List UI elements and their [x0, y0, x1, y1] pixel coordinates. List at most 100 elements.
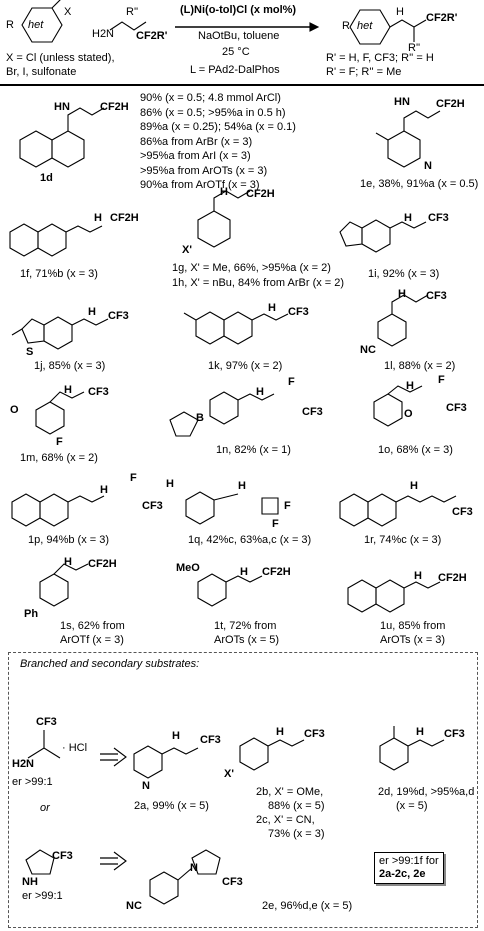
- atom-2e-n: N: [190, 862, 198, 874]
- structure-1u: [347, 579, 441, 613]
- atom-1q-f1: F: [284, 500, 291, 512]
- er-summary-box: er >99:1f for 2a-2c, 2e: [374, 852, 444, 884]
- atom-1i-h: H: [404, 212, 412, 224]
- conditions-1d-line: 90% (x = 0.5; 4.8 mmol ArCl): [140, 92, 281, 104]
- atom-1r-cf3: CF3: [452, 506, 473, 518]
- product-r2-label: R'': [408, 42, 421, 54]
- label-2a: 2a, 99% (x = 5): [134, 800, 209, 812]
- atom-1o-h: H: [406, 380, 414, 392]
- atom-1j-cf3: CF3: [108, 310, 129, 322]
- label-2c-sub: 73% (x = 3): [268, 828, 325, 840]
- atom-1j-h: H: [88, 306, 96, 318]
- atom-1l-nc: NC: [360, 344, 376, 356]
- label-1q: 1q, 42%c, 63%a,c (x = 3): [188, 534, 312, 546]
- atom-1n-cf3: CF3: [302, 406, 323, 418]
- atom-2e-nc: NC: [126, 900, 142, 912]
- product-h-label: H: [396, 6, 404, 18]
- atom-1k-cf3: CF3: [288, 306, 309, 318]
- structure-1i: [339, 219, 427, 253]
- structure-1e: [375, 110, 441, 168]
- structure-1r: [339, 493, 457, 527]
- atom-2b-cf3: CF3: [304, 728, 325, 740]
- atom-2a-h: H: [172, 730, 180, 742]
- atom-amine1-h2n: H2N: [12, 758, 35, 770]
- substrate-ring-shape: [21, 0, 63, 43]
- label-1p: 1p, 94%b (x = 3): [28, 534, 110, 546]
- amine-h2n-label: H2N: [92, 28, 115, 40]
- atom-1d-hn: HN: [54, 101, 70, 113]
- label-1g: 1g, X' = Me, 66%, >95%a (x = 2): [172, 262, 331, 274]
- label-1d: 1d: [40, 172, 53, 184]
- conditions-1d-line: 86% (x = 0.5; >95%a in 0.5 h): [140, 106, 286, 119]
- structure-2b: [239, 737, 305, 771]
- structure-1n: [169, 391, 275, 437]
- structure-amine1: [27, 730, 61, 759]
- structure-1m: [35, 391, 85, 435]
- label-1s-sub: ArOTf (x = 3): [60, 634, 124, 646]
- structure-2e: [149, 849, 221, 905]
- temperature-label: 25 °C: [222, 46, 250, 58]
- atom-1s-cf2h: CF2H: [88, 558, 117, 570]
- substrate-het-label: het: [28, 19, 44, 31]
- atom-2b-xp: X': [224, 768, 234, 780]
- atom-1o-f: F: [438, 374, 445, 386]
- amine1-er-label: er >99:1: [12, 776, 53, 788]
- atom-1e-n: N: [424, 160, 432, 172]
- label-1l: 1l, 88% (x = 2): [384, 360, 456, 372]
- atom-1u-cf2h: CF2H: [438, 572, 467, 584]
- atom-1m-cf3: CF3: [88, 386, 109, 398]
- open-arrow-2c: [113, 851, 127, 871]
- header-divider: [0, 84, 484, 86]
- structure-1j: [11, 316, 109, 350]
- conditions-1d: 90% (x = 0.5; 4.8 mmol ArCl) 86% (x = 0.…: [140, 91, 296, 193]
- ligand-label: L = PAd2-DalPhos: [190, 64, 280, 76]
- structure-1k: [183, 311, 289, 345]
- label-2e: 2e, 96%d,e (x = 5): [262, 900, 353, 912]
- structure-1t: [197, 573, 263, 607]
- product-r-label: R: [342, 20, 350, 32]
- atom-1g-cf2h: CF2H: [246, 188, 275, 200]
- atom-1n-f: F: [288, 376, 295, 388]
- branched-title: Branched and secondary substrates:: [20, 658, 200, 670]
- atom-1q-h: H: [238, 480, 246, 492]
- atom-1f-h: H: [94, 212, 102, 224]
- x-note-label: X = Cl (unless stated),: [6, 52, 115, 64]
- atom-amine2-cf3: CF3: [52, 850, 73, 862]
- structure-1p: [11, 493, 105, 527]
- structure-amine2: [25, 849, 55, 875]
- atom-1p-f: F: [130, 472, 137, 484]
- label-1t-sub: ArOTs (x = 5): [214, 634, 280, 646]
- atom-2d-h: H: [416, 726, 424, 738]
- label-2c: 2c, X' = CN,: [256, 814, 315, 826]
- catalyst-label: (L)Ni(o-tol)Cl (x mol%): [180, 4, 297, 16]
- atom-1e-cf2h: CF2H: [436, 98, 465, 110]
- er-summary-line2: 2a-2c, 2e: [379, 868, 426, 880]
- label-1h: 1h, X' = nBu, 84% from ArBr (x = 2): [172, 277, 345, 289]
- atom-1u-h: H: [414, 570, 422, 582]
- label-1i: 1i, 92% (x = 3): [368, 268, 440, 280]
- atom-1s-h: H: [64, 556, 72, 568]
- atom-1r-h: H: [410, 480, 418, 492]
- atom-1g-xp: X': [182, 244, 192, 256]
- atom-1j-s: S: [26, 346, 34, 358]
- label-1n: 1n, 82% (x = 1): [216, 444, 291, 456]
- conditions-1d-line: 86%a from ArBr (x = 3): [140, 135, 253, 148]
- label-1u-sub: ArOTs (x = 3): [380, 634, 446, 646]
- atom-amine1-cf3: CF3: [36, 716, 57, 728]
- product-cf2-label: CF2R': [426, 12, 458, 24]
- product-het-label: het: [357, 20, 373, 32]
- label-1k: 1k, 97% (x = 2): [208, 360, 283, 372]
- amine2-er-label: er >99:1: [22, 890, 63, 902]
- label-2d: 2d, 19%d, >95%a,d: [378, 786, 475, 798]
- atom-1p-h: H: [100, 484, 108, 496]
- atom-2b-h: H: [276, 726, 284, 738]
- atom-2e-cf3: CF3: [222, 876, 243, 888]
- atom-1m-f: F: [56, 436, 63, 448]
- structure-1g: [197, 190, 251, 248]
- atom-amine2-nh: NH: [22, 876, 38, 888]
- label-2b-sub: 88% (x = 5): [268, 800, 325, 812]
- open-arrow-1c: [113, 747, 127, 767]
- label-1s: 1s, 62% from: [60, 620, 125, 632]
